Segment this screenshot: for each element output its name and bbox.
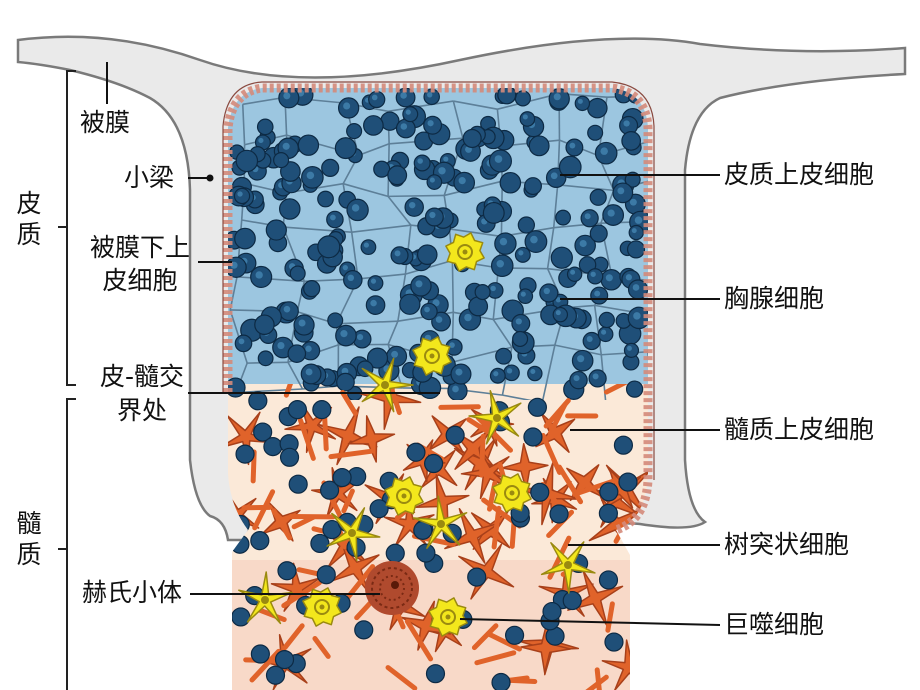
medulla-bracket <box>58 398 76 690</box>
trabecula-label: 小梁 <box>124 163 175 192</box>
medullary-epithelial-cell-label: 髓质上皮细胞 <box>724 415 875 444</box>
cortical-epithelial-cell-label: 皮质上皮细胞 <box>724 160 875 189</box>
subcapsular-epithelium-band <box>223 83 653 535</box>
macrophages <box>302 232 532 637</box>
leader-lines <box>106 62 721 626</box>
cortex-bracket <box>58 70 76 386</box>
corticomedullary-junction-label: 皮-髓交界处 <box>99 362 185 425</box>
dendritic-cells <box>238 357 596 625</box>
capsule-label: 被膜 <box>80 108 131 137</box>
hassalls-corpuscle-label: 赫氏小体 <box>82 578 183 607</box>
cortex-label: 皮质 <box>16 189 42 250</box>
hassalls-corpuscle-shape <box>365 561 419 615</box>
dendritic-cell-label: 树突状细胞 <box>724 530 850 559</box>
subcapsular-epithelium-label: 被膜下上皮细胞 <box>89 233 190 295</box>
medulla-label: 髓质 <box>16 509 42 570</box>
thymocyte-label: 胸腺细胞 <box>724 284 825 313</box>
macrophage-label: 巨噬细胞 <box>724 610 825 639</box>
